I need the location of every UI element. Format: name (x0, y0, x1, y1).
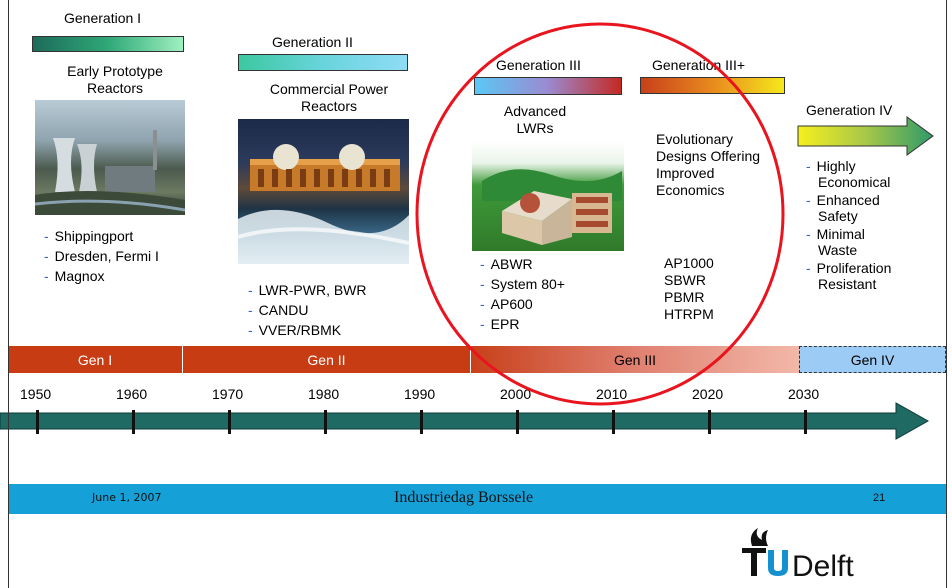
gen3-plant-illustration (482, 169, 622, 245)
gen4-title: Generation IV (806, 102, 893, 118)
year-label: 1950 (20, 386, 52, 402)
gen3plus-reactor-list: AP1000 SBWR PBMR HTRPM (664, 255, 714, 323)
gen1-reactor-photo (35, 100, 185, 215)
list-item: PBMR (664, 289, 705, 305)
year-label: 1980 (308, 386, 340, 402)
year-label: 1990 (404, 386, 436, 402)
list-item: -EPR (480, 316, 520, 332)
era-gen4: Gen IV (799, 346, 946, 373)
footer-date: June 1, 2007 (92, 491, 162, 504)
highlight-circle (415, 22, 785, 406)
timeline-tick (324, 410, 327, 434)
era-gen3: Gen III (471, 346, 799, 373)
gen1-subtitle-line2: Reactors (86, 80, 144, 96)
gen1-title: Generation I (64, 10, 142, 26)
list-item: -LWR-PWR, BWR (248, 282, 367, 298)
year-label: 2010 (596, 386, 628, 402)
list-item: HTRPM (664, 306, 714, 322)
timeline-tick (228, 410, 231, 434)
timeline-tick (804, 410, 807, 434)
gen3-reactor-illustration (472, 141, 624, 251)
gen3-subtitle: Advanced LWRs (480, 103, 590, 137)
gen3-title: Generation III (496, 57, 581, 73)
list-item: -System 80+ (480, 276, 565, 292)
year-label: 2000 (500, 386, 532, 402)
gen2-subtitle-line2: Reactors (300, 98, 358, 114)
list-item: -Dresden, Fermi I (44, 248, 159, 264)
gen3-reactor-list: -ABWR -System 80+ -AP600 -EPR (480, 254, 565, 334)
list-item: -CANDU (248, 302, 309, 318)
footer-title: Industriedag Borssele (394, 489, 534, 506)
gen3plus-desc-line: Improved (656, 165, 715, 181)
gen2-plant-illustration (238, 144, 409, 264)
gen3-subtitle-line2: LWRs (516, 120, 554, 136)
timeline-tick (36, 410, 39, 434)
gen1-plant-illustration (35, 130, 185, 215)
list-item: -VVER/RBMK (248, 322, 342, 338)
timeline-arrow (0, 402, 930, 440)
era-label: Gen IV (850, 351, 895, 368)
gen2-bar (238, 54, 408, 71)
timeline-tick (420, 410, 423, 434)
list-item: SBWR (664, 272, 706, 288)
flame-icon: Delft (742, 528, 854, 583)
gen1-subtitle: Early Prototype Reactors (40, 63, 190, 97)
svg-text:Delft: Delft (792, 550, 854, 582)
era-label: Gen III (613, 351, 657, 368)
gen3plus-bar (640, 77, 785, 94)
gen3-subtitle-line1: Advanced (503, 103, 567, 119)
year-label: 2030 (788, 386, 820, 402)
list-item: -AP600 (480, 296, 533, 312)
slide-border-right (946, 0, 947, 588)
slide-border-left (8, 0, 9, 588)
era-label: Gen II (307, 351, 346, 368)
gen1-subtitle-line1: Early Prototype (67, 63, 163, 79)
list-item: -ABWR (480, 256, 533, 272)
gen3plus-description: Evolutionary Designs Offering Improved E… (656, 131, 760, 199)
footer-page-number: 21 (873, 492, 886, 504)
timeline-tick (612, 410, 615, 434)
timeline-tick (708, 410, 711, 434)
gen2-reactor-list: -LWR-PWR, BWR -CANDU -VVER/RBMK (248, 280, 367, 340)
gen2-subtitle: Commercial Power Reactors (244, 81, 414, 115)
gen3plus-title: Generation III+ (652, 57, 746, 73)
era-gen1: Gen I (8, 346, 183, 373)
timeline-tick (132, 410, 135, 434)
year-label: 1960 (116, 386, 148, 402)
gen2-title: Generation II (272, 34, 353, 50)
gen3plus-desc-line: Designs Offering (656, 148, 761, 164)
gen3-bar (474, 77, 622, 95)
gen4-arrow (797, 116, 934, 156)
gen1-reactor-list: -Shippingport -Dresden, Fermi I -Magnox (44, 226, 159, 286)
timeline-tick (516, 410, 519, 434)
tudelft-logo: Delft (738, 526, 898, 583)
gen1-bar (32, 36, 184, 52)
gen2-subtitle-line1: Commercial Power (269, 81, 389, 97)
gen3plus-desc-line: Economics (656, 182, 725, 198)
gen2-reactor-photo (238, 119, 409, 264)
year-label: 2020 (692, 386, 724, 402)
gen3plus-desc-line: Evolutionary (656, 131, 734, 147)
list-item: -Magnox (44, 268, 105, 284)
era-label: Gen I (77, 351, 113, 368)
year-label: 1970 (212, 386, 244, 402)
era-gen2: Gen II (183, 346, 471, 373)
footer-band (8, 484, 946, 514)
list-item: -Shippingport (44, 228, 134, 244)
list-item: AP1000 (664, 255, 714, 271)
